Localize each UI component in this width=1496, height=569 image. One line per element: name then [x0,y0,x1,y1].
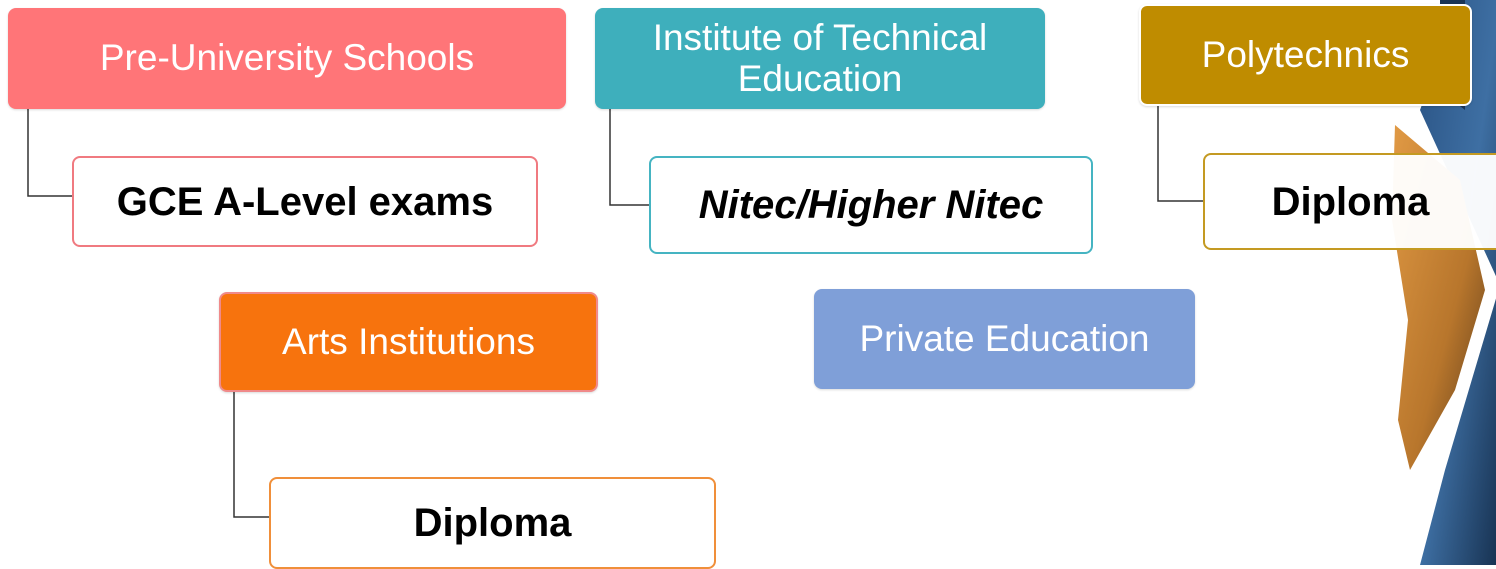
ite-node: Institute of Technical Education [595,8,1045,109]
arts-institutions-node: Arts Institutions [219,292,598,392]
gce-a-level-label: GCE A-Level exams [116,179,494,224]
gce-a-level-node: GCE A-Level exams [72,156,538,247]
polytechnics-diploma-label: Diploma [1271,179,1430,224]
banner-blue-band [1420,0,1496,565]
arts-institutions-label: Arts Institutions [282,320,535,362]
nitec-label: Nitec/Higher Nitec [698,183,1044,227]
pre-university-node: Pre-University Schools [8,8,566,109]
arts-diploma-node: Diploma [269,477,716,569]
ite-label: Institute of Technical Education [652,16,988,99]
private-education-label: Private Education [859,317,1150,359]
polytechnics-node: Polytechnics [1139,4,1472,106]
private-education-node: Private Education [814,289,1195,389]
arts-diploma-label: Diploma [413,501,572,545]
pre-university-label: Pre-University Schools [99,37,475,79]
polytechnics-diploma-node: Diploma [1203,153,1496,250]
nitec-node: Nitec/Higher Nitec [649,156,1093,254]
polytechnics-label: Polytechnics [1201,33,1410,75]
